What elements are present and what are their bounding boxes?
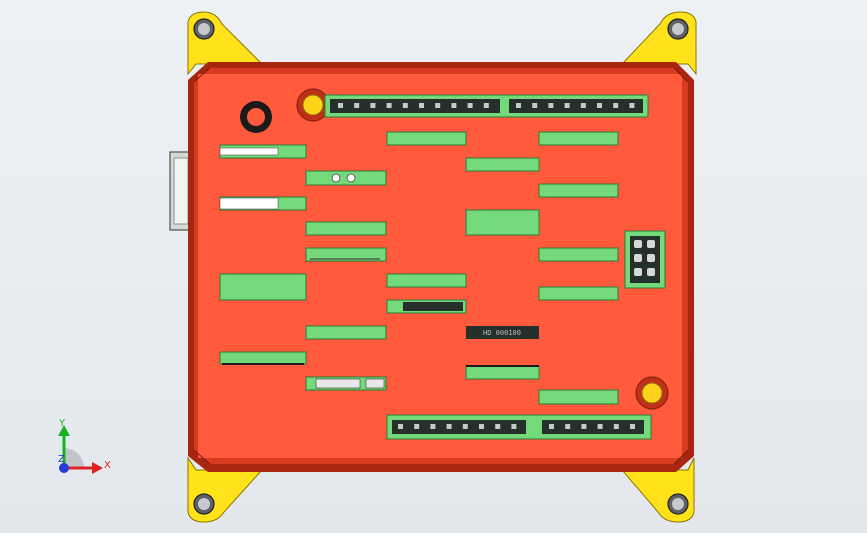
led-icon (331, 173, 341, 183)
header-pin (446, 424, 452, 429)
header-pin (430, 424, 436, 429)
components-col4: HD 000100 (465, 157, 540, 380)
header-block-right (509, 99, 643, 113)
header-pin (370, 103, 376, 108)
chip-label: HD 000100 (483, 329, 521, 337)
header-pin (565, 424, 571, 429)
header-pin (402, 103, 408, 108)
component-l3 (219, 273, 307, 301)
component-c2-4 (305, 325, 387, 340)
isp-pin (647, 268, 655, 276)
component-c4-3 (465, 365, 540, 380)
isp-header (624, 230, 666, 289)
component-c2-1 (305, 170, 387, 186)
bracket-hole-inner (198, 23, 210, 35)
header-pin (414, 424, 420, 429)
component-c2-3 (305, 247, 387, 262)
header-pin (532, 103, 538, 108)
header-block-left (392, 420, 526, 434)
yellow-standoff-bottom-center (641, 382, 663, 404)
header-pin (597, 424, 603, 429)
header-pin (516, 103, 521, 108)
component-c5-3 (538, 247, 619, 262)
header-pin (630, 424, 635, 429)
header-block-right (542, 420, 644, 434)
header-pin (580, 103, 586, 108)
bracket-hole-inner (198, 498, 210, 510)
header-pin (495, 424, 501, 429)
bottom-pin-header (386, 414, 652, 440)
header-pin (549, 424, 554, 429)
component-c3-2 (386, 273, 467, 288)
isp-pin (634, 254, 642, 262)
x-axis-label: X (104, 460, 111, 471)
header-pin (613, 103, 619, 108)
header-pin (581, 424, 587, 429)
isp-pin (634, 240, 642, 248)
triad-plane-icon (64, 448, 84, 468)
component-l2-label (219, 197, 279, 210)
isp-pin (647, 240, 655, 248)
component-c2-2 (305, 221, 387, 236)
component-c5-2 (538, 183, 619, 198)
chip-ic (466, 326, 539, 339)
header-pin (451, 103, 457, 108)
isp-pin (634, 268, 642, 276)
components-left (219, 144, 307, 365)
header-pin (479, 424, 484, 429)
isp-pin (647, 254, 655, 262)
header-pin (597, 103, 602, 108)
component-c4-2 (465, 209, 540, 236)
component-l4 (219, 351, 307, 365)
component-c3-1 (386, 131, 467, 146)
component-c4-1 (465, 157, 540, 172)
header-block-left (330, 99, 500, 113)
components-col5 (538, 131, 619, 405)
standoffs (240, 88, 669, 410)
orientation-triad[interactable]: Y X Z (58, 418, 111, 474)
header-pin (435, 103, 441, 108)
x-axis-arrowhead (92, 462, 103, 474)
header-pin (338, 103, 343, 108)
top-pin-header (324, 94, 649, 118)
z-axis-label: Z (58, 454, 65, 465)
component-l1-label (219, 147, 279, 156)
header-pin (467, 103, 473, 108)
header-pin (386, 103, 392, 108)
bracket-hole-inner (672, 498, 684, 510)
switch-icon (365, 378, 385, 389)
y-axis-label: Y (58, 418, 66, 429)
connector-small (403, 302, 463, 311)
component-c5-5 (538, 389, 619, 405)
bracket-hole-inner (672, 23, 684, 35)
yellow-standoff-top-center (302, 94, 324, 116)
header-pin (629, 103, 635, 108)
mounting-brackets (187, 11, 697, 523)
header-pin (548, 103, 554, 108)
header-pin (483, 103, 489, 108)
header-pin (613, 424, 619, 429)
header-pin (511, 424, 517, 429)
header-pin (354, 103, 360, 108)
black-ring-center (247, 108, 265, 126)
led-icon (346, 173, 356, 183)
header-pin (462, 424, 468, 429)
header-pin (398, 424, 403, 429)
component-c5-1 (538, 131, 619, 146)
y-axis-arrowhead (58, 425, 70, 436)
header-pin (564, 103, 570, 108)
components-col3 (386, 131, 467, 314)
header-pin (419, 103, 424, 108)
switch-icon (315, 378, 361, 389)
z-axis-dot (59, 463, 69, 473)
components-col2 (305, 170, 387, 391)
component-c5-4 (538, 286, 619, 301)
